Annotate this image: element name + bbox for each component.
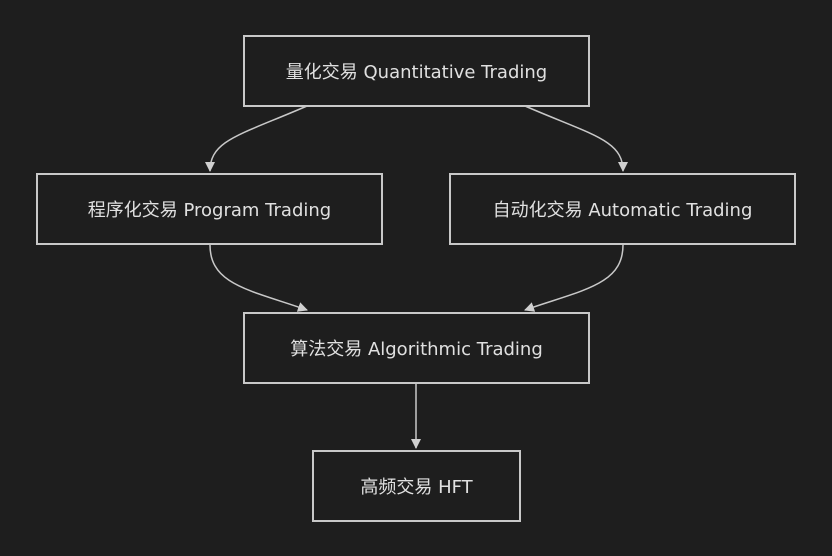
node-label: 算法交易 Algorithmic Trading	[290, 339, 543, 360]
node-label: 量化交易 Quantitative Trading	[285, 62, 548, 83]
node-program-trading: 程序化交易 Program Trading	[36, 173, 383, 245]
edge-quant-automatic	[524, 105, 628, 172]
edge-automatic-algo	[524, 244, 624, 312]
node-label: 自动化交易 Automatic Trading	[492, 200, 753, 221]
node-algorithmic-trading: 算法交易 Algorithmic Trading	[243, 312, 590, 384]
edge-program-algo	[209, 244, 308, 312]
node-hft: 高频交易 HFT	[312, 450, 521, 522]
node-automatic-trading: 自动化交易 Automatic Trading	[449, 173, 796, 245]
node-label: 高频交易 HFT	[360, 477, 473, 498]
node-label: 程序化交易 Program Trading	[87, 200, 332, 221]
edge-quant-program	[205, 105, 308, 172]
node-quantitative-trading: 量化交易 Quantitative Trading	[243, 35, 590, 107]
